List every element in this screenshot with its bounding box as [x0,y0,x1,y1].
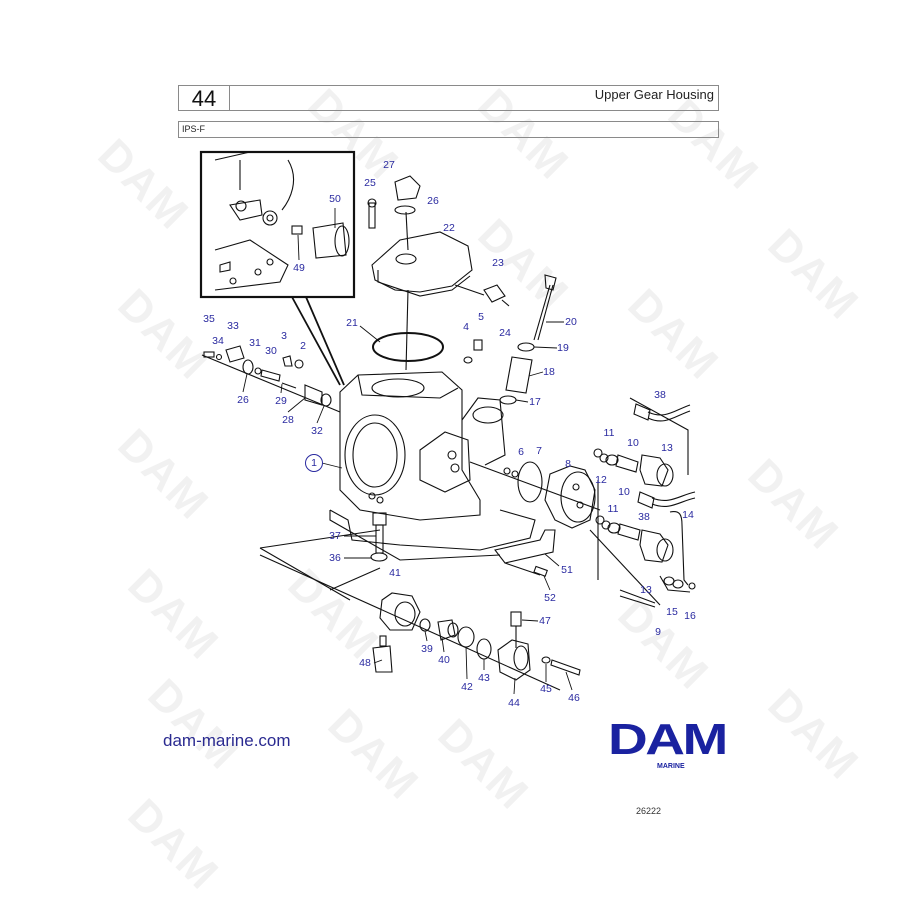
part-label-15[interactable]: 15 [666,606,678,618]
part-label-28[interactable]: 28 [282,414,294,426]
part-label-49[interactable]: 49 [293,262,305,274]
part-label-17[interactable]: 17 [529,396,541,408]
part-label-37[interactable]: 37 [329,530,341,542]
part-label-9[interactable]: 9 [655,626,661,638]
part-label-36[interactable]: 36 [329,552,341,564]
part-label-32[interactable]: 32 [311,425,323,437]
part-label-10[interactable]: 10 [618,486,630,498]
part-label-10[interactable]: 10 [627,437,639,449]
part-label-44[interactable]: 44 [508,697,520,709]
part-label-12[interactable]: 12 [595,474,607,486]
part-label-11[interactable]: 11 [607,503,619,515]
part-label-5[interactable]: 5 [478,311,484,323]
part-label-42[interactable]: 42 [461,681,473,693]
page-number: 44 [179,86,230,111]
part-label-11[interactable]: 11 [603,427,615,439]
page-header: 44 Upper Gear Housing [178,85,719,111]
model-bar: IPS-F [178,121,719,138]
part-label-39[interactable]: 39 [421,643,433,655]
part-label-52[interactable]: 52 [544,592,556,604]
part-label-51[interactable]: 51 [561,564,573,576]
page-title: Upper Gear Housing [594,87,714,102]
part-label-34[interactable]: 34 [212,335,224,347]
part-label-7[interactable]: 7 [536,445,542,457]
part-label-6[interactable]: 6 [518,446,524,458]
part-label-46[interactable]: 46 [568,692,580,704]
part-label-45[interactable]: 45 [540,683,552,695]
part-label-27[interactable]: 27 [383,159,395,171]
website-link[interactable]: dam-marine.com [163,731,291,750]
part-label-16[interactable]: 16 [684,610,696,622]
part-label-22[interactable]: 22 [443,222,455,234]
part-label-41[interactable]: 41 [389,567,401,579]
part-label-38[interactable]: 38 [638,511,650,523]
part-label-48[interactable]: 48 [359,657,371,669]
part-label-26[interactable]: 26 [237,394,249,406]
part-label-21[interactable]: 21 [346,317,358,329]
part-label-13[interactable]: 13 [661,442,673,454]
dam-logo: DAM [608,715,728,764]
part-label-47[interactable]: 47 [539,615,551,627]
part-label-20[interactable]: 20 [565,316,577,328]
part-label-30[interactable]: 30 [265,345,277,357]
part-label-50[interactable]: 50 [329,193,341,205]
inset-detail-frame [199,150,356,299]
part-label-33[interactable]: 33 [227,320,239,332]
part-label-31[interactable]: 31 [249,337,261,349]
part-label-18[interactable]: 18 [543,366,555,378]
part-label-8[interactable]: 8 [565,458,571,470]
logo-subtext: MARINE [657,763,685,770]
part-label-26[interactable]: 26 [427,195,439,207]
part-label-35[interactable]: 35 [203,313,215,325]
drawing-reference-number: 26222 [636,806,662,814]
part-label-43[interactable]: 43 [478,672,490,684]
part-label-23[interactable]: 23 [492,257,504,269]
part-label-13[interactable]: 13 [640,584,652,596]
part-label-3[interactable]: 3 [281,330,287,342]
part-label-14[interactable]: 14 [682,509,694,521]
part-label-1[interactable]: 1 [305,454,323,472]
part-label-2[interactable]: 2 [300,340,306,352]
part-label-19[interactable]: 19 [557,342,569,354]
part-label-40[interactable]: 40 [438,654,450,666]
part-label-25[interactable]: 25 [364,177,376,189]
part-label-38[interactable]: 38 [654,389,666,401]
part-label-4[interactable]: 4 [463,321,469,333]
part-label-29[interactable]: 29 [275,395,287,407]
part-label-24[interactable]: 24 [499,327,511,339]
